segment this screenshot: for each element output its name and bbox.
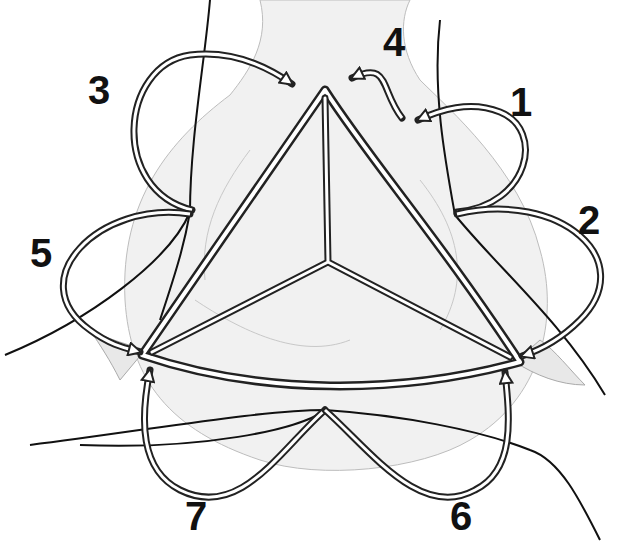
callout-number: 5 <box>30 233 52 273</box>
suture-arrow <box>63 212 190 352</box>
arrow-outline <box>134 54 292 210</box>
suture-arrow <box>325 372 508 497</box>
callout-number: 7 <box>185 496 207 536</box>
suture-arrows <box>63 54 600 497</box>
suture-arrow <box>134 54 292 210</box>
suture-lines <box>5 0 605 540</box>
suture-arrow <box>418 107 525 212</box>
callout-number: 6 <box>450 496 472 536</box>
suture-arrow <box>144 370 325 497</box>
callout-number: 1 <box>510 82 532 122</box>
arrow-outline <box>325 372 508 497</box>
callout-number: 4 <box>383 22 405 62</box>
callout-number: 2 <box>578 200 600 240</box>
callout-number: 3 <box>88 70 110 110</box>
arrow-outline <box>418 107 525 212</box>
valve-annulus <box>142 90 520 386</box>
arrow-outline <box>352 73 402 118</box>
arrow-outline <box>144 370 325 497</box>
leaflet-coaptation <box>152 98 510 357</box>
arrow-outline <box>63 212 190 352</box>
suture-arrow <box>352 73 402 118</box>
